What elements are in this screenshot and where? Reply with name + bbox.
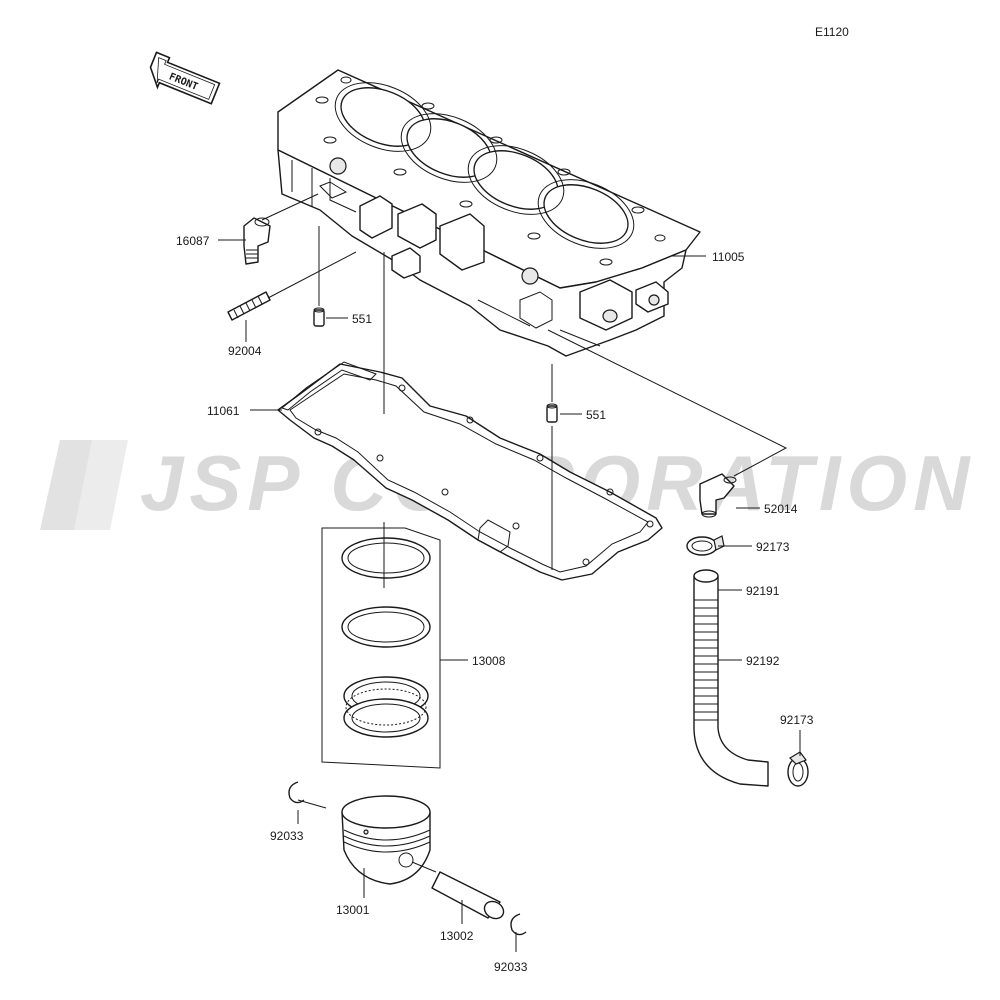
- label-551-lower: 551: [586, 408, 606, 422]
- ref-code: E1120: [815, 25, 849, 39]
- label-92004: 92004: [228, 344, 262, 358]
- label-551-upper: 551: [352, 312, 372, 326]
- piston-pin: [431, 871, 505, 920]
- label-16087: 16087: [176, 234, 210, 248]
- cylinder-gasket: [277, 361, 663, 581]
- label-92033-left: 92033: [270, 829, 304, 843]
- coolant-hose: [693, 569, 769, 787]
- dowel-pin-1: [313, 307, 325, 327]
- label-92033-right: 92033: [494, 960, 528, 974]
- elbow-fitting-52014: [699, 473, 737, 518]
- elbow-fitting-16087: [243, 217, 271, 265]
- stud-bolt: [227, 291, 271, 321]
- circlip-2: [510, 913, 527, 936]
- label-92173-upper: 92173: [756, 540, 790, 554]
- circlip-1: [288, 781, 305, 804]
- label-92191: 92191: [746, 584, 780, 598]
- leader-lines: [218, 193, 801, 952]
- piston: [341, 795, 431, 885]
- dowel-pin-2: [546, 403, 558, 423]
- cylinder-block: [277, 69, 701, 357]
- label-11005: 11005: [712, 250, 745, 264]
- label-13002: 13002: [440, 929, 474, 943]
- hose-clamp-2: [787, 751, 809, 787]
- piston-ring-set: [321, 527, 441, 769]
- label-13008: 13008: [472, 654, 506, 668]
- part-labels: 11005 16087 92004 551 11061 551 52014 92…: [176, 234, 814, 974]
- label-92192: 92192: [746, 654, 780, 668]
- label-52014: 52014: [764, 502, 798, 516]
- front-arrow-icon: FRONT: [149, 51, 221, 105]
- hose-clamp-1: [686, 535, 725, 556]
- label-11061: 11061: [207, 404, 240, 418]
- label-13001: 13001: [336, 903, 370, 917]
- label-92173-lower: 92173: [780, 713, 814, 727]
